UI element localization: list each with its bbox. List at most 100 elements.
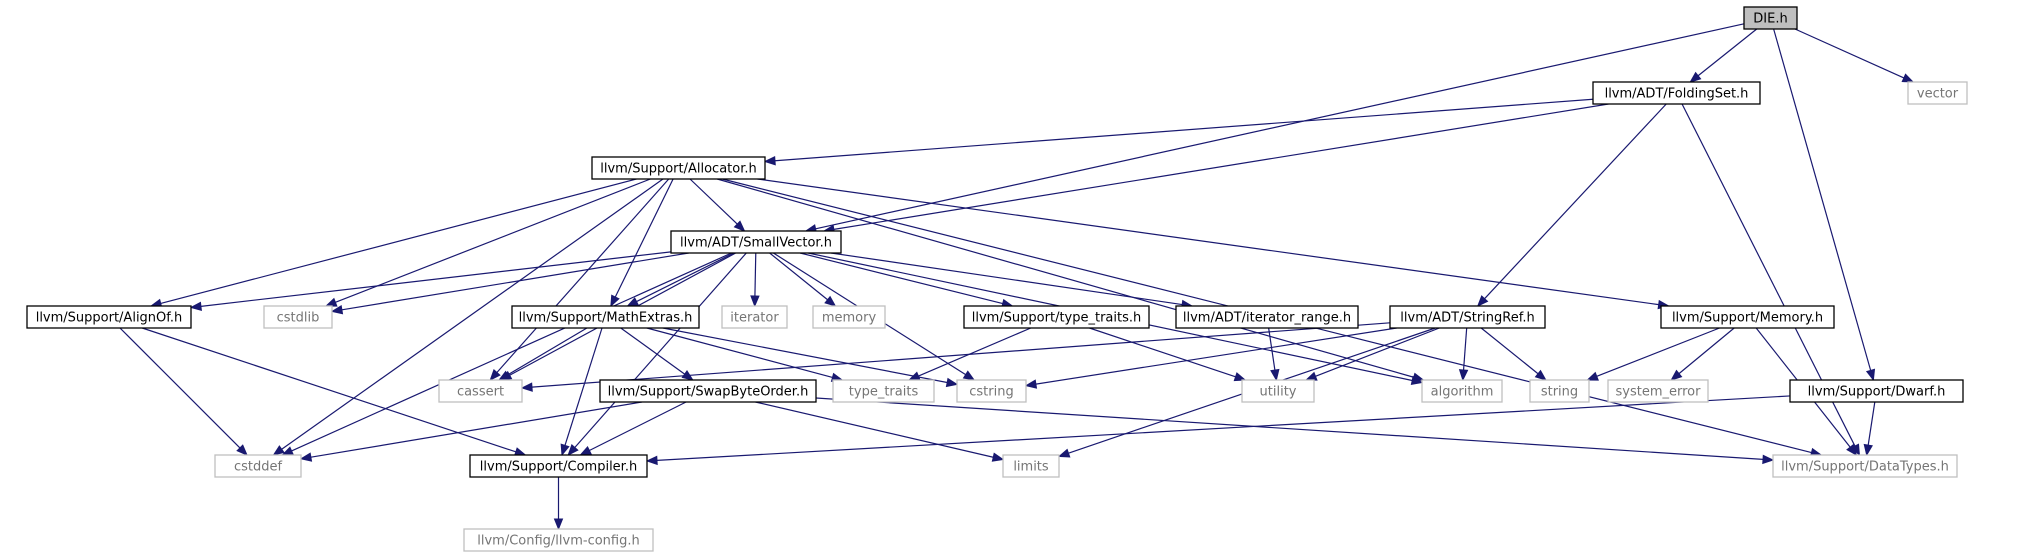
node-allocator[interactable]: llvm/Support/Allocator.h (591, 156, 766, 180)
arrowhead-support_memory-to-datatypes (1846, 443, 1858, 457)
node-label: llvm/Support/Dwarf.h (1808, 385, 1946, 400)
edge-smallvector-to-typetraits_h (799, 252, 1003, 305)
node-label: cassert (457, 385, 504, 400)
node-box (26, 305, 192, 329)
node-stringref[interactable]: llvm/ADT/StringRef.h (1389, 305, 1546, 329)
arrowhead-mathextras-to-cstring (945, 377, 959, 388)
edge-swapbyteorder-to-cstddef (310, 401, 643, 458)
arrowhead-die-to-foldingset (1689, 71, 1702, 83)
node-support_memory[interactable]: llvm/Support/Memory.h (1660, 305, 1835, 329)
arrowhead-alignof-to-cstddef (236, 444, 248, 456)
edge-swapbyteorder-to-compiler (589, 401, 687, 452)
edge-allocator-to-smallvector (689, 178, 738, 225)
edge-allocator-to-support_memory (757, 178, 1659, 306)
arrowhead-swapbyteorder-to-cstddef (299, 452, 313, 462)
node-label: llvm/Support/DataTypes.h (1781, 460, 1949, 475)
node-label: system_error (1616, 385, 1702, 400)
arrowhead-smallvector-to-memory (824, 295, 837, 307)
node-foldingset[interactable]: llvm/ADT/FoldingSet.h (1592, 81, 1761, 105)
edge-alignof-to-compiler (141, 327, 517, 453)
node-iterator_range[interactable]: llvm/ADT/iterator_range.h (1175, 305, 1359, 329)
edge-foldingset-to-allocator (774, 98, 1594, 162)
edge-stringref-to-algorithm (1462, 327, 1468, 371)
node-label: llvm/Support/AlignOf.h (36, 311, 183, 326)
edge-swapbyteorder-to-datatypes (815, 397, 1764, 460)
node-box (670, 230, 842, 254)
node-box (263, 305, 333, 329)
edge-smallvector-to-compiler (574, 252, 747, 448)
node-smallvector[interactable]: llvm/ADT/SmallVector.h (670, 230, 842, 254)
arrowhead-smallvector-to-alignof (189, 301, 202, 311)
node-swapbyteorder[interactable]: llvm/Support/SwapByteOrder.h (599, 379, 817, 403)
node-box (963, 305, 1150, 329)
node-label: DIE.h (1753, 12, 1787, 27)
node-label: llvm/Support/Allocator.h (600, 162, 757, 177)
arrowhead-allocator-to-cstddef (272, 445, 285, 456)
node-label: cstddef (234, 460, 283, 475)
node-mathextras[interactable]: llvm/Support/MathExtras.h (511, 305, 700, 329)
arrowhead-smallvector-to-iterator (750, 295, 760, 308)
edge-mathextras-to-cstring (662, 327, 948, 384)
node-label: algorithm (1431, 385, 1494, 400)
node-box (1002, 454, 1060, 478)
node-box (1421, 379, 1503, 403)
node-cstddef: cstddef (214, 454, 302, 478)
node-limits: limits (1002, 454, 1060, 478)
node-label: llvm/Support/type_traits.h (972, 311, 1142, 326)
node-label: llvm/Support/MathExtras.h (519, 311, 693, 326)
node-box (1529, 379, 1590, 403)
edge-die-to-foldingset (1697, 28, 1758, 77)
arrowhead-stringref-to-algorithm (1458, 369, 1469, 382)
edge-mathextras-to-swapbyteorder (620, 327, 686, 375)
node-algorithm: algorithm (1421, 379, 1503, 403)
node-compiler[interactable]: llvm/Support/Compiler.h (469, 454, 648, 478)
arrowhead-smallvector-to-compiler (567, 443, 579, 457)
edge-allocator-to-algorithm (716, 178, 1414, 378)
arrowhead-smallvector-to-cstdlib (330, 305, 344, 315)
node-die[interactable]: DIE.h (1743, 6, 1798, 30)
edge-allocator-to-cstddef (281, 178, 664, 450)
arrowhead-dwarf-to-datatypes (1863, 443, 1873, 457)
node-label: llvm/ADT/iterator_range.h (1183, 311, 1351, 326)
arrowhead-typetraits_h-to-type_traits (907, 371, 921, 381)
node-label: limits (1013, 460, 1049, 475)
node-memory: memory (812, 305, 886, 329)
arrowhead-allocator-to-mathextras (610, 294, 620, 308)
arrowhead-iterator_range-to-utility (1270, 368, 1280, 382)
arrowhead-stringref-to-limits (1057, 448, 1071, 458)
node-typetraits_h[interactable]: llvm/Support/type_traits.h (963, 305, 1150, 329)
node-box (1772, 454, 1958, 478)
node-label: llvm/Support/SwapByteOrder.h (608, 385, 809, 400)
edge-foldingset-to-stringref (1484, 103, 1667, 300)
node-label: memory (822, 311, 877, 326)
arrowhead-allocator-to-smallvector (733, 220, 746, 232)
node-label: cstring (969, 385, 1013, 400)
node-box (1743, 6, 1798, 30)
node-box (832, 379, 935, 403)
node-iterator: iterator (721, 305, 788, 329)
arrowhead-smallvector-to-cstring (962, 370, 976, 381)
edge-mathextras-to-type_traits (646, 327, 833, 379)
arrowhead-smallvector-to-cstddef (281, 446, 294, 456)
node-label: iterator (730, 311, 779, 326)
edge-stringref-to-cstring (1035, 327, 1397, 385)
node-box (438, 379, 523, 403)
edge-allocator-to-mathextras (614, 178, 674, 298)
edge-die-to-vector (1794, 28, 1905, 79)
node-alignof[interactable]: llvm/Support/AlignOf.h (26, 305, 192, 329)
edge-mathextras-to-cassert (507, 327, 588, 376)
node-dwarf[interactable]: llvm/Support/Dwarf.h (1789, 379, 1964, 403)
edge-smallvector-to-iterator_range (830, 252, 1183, 306)
arrowhead-die-to-vector (1901, 73, 1915, 83)
node-datatypes: llvm/Support/DataTypes.h (1772, 454, 1958, 478)
node-box (599, 379, 817, 403)
edge-iterator_range-to-utility (1268, 327, 1276, 371)
node-box (1241, 379, 1315, 403)
edge-support_memory-to-string (1596, 327, 1720, 377)
node-label: llvm/ADT/FoldingSet.h (1605, 87, 1749, 102)
node-utility: utility (1241, 379, 1315, 403)
node-label: llvm/ADT/SmallVector.h (680, 236, 832, 251)
arrowhead-smallvector-to-algorithm (1410, 375, 1424, 386)
node-label: type_traits (849, 385, 919, 400)
edge-allocator-to-cstdlib (335, 178, 651, 303)
